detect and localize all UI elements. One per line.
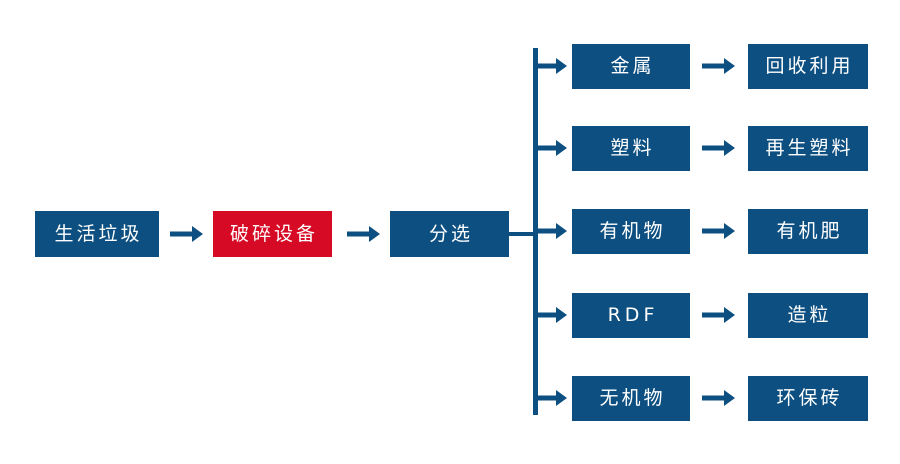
- node-branch-rdf[interactable]: RDF: [572, 293, 690, 338]
- node-label: 有机肥: [776, 220, 843, 242]
- arrow-bus-to-rdf: [536, 303, 568, 327]
- connector-sorting-to-bus: [509, 232, 536, 236]
- node-label: 无机物: [599, 387, 666, 409]
- arrow-inorganic-to-eco-brick: [702, 386, 736, 410]
- node-crushing-equipment[interactable]: 破碎设备: [213, 211, 332, 257]
- node-label: 造粒: [787, 304, 832, 326]
- arrow-bus-to-organic: [536, 219, 568, 243]
- node-branch-organic[interactable]: 有机物: [572, 209, 690, 254]
- node-label: 分选: [428, 222, 473, 245]
- node-product-recycling[interactable]: 回收利用: [748, 44, 868, 89]
- arrow-waste-to-crusher: [170, 222, 204, 246]
- node-label: 再生塑料: [765, 137, 854, 159]
- node-label: 塑料: [610, 137, 655, 159]
- node-branch-inorganic[interactable]: 无机物: [572, 376, 690, 421]
- arrow-crusher-to-sorting: [347, 222, 381, 246]
- node-product-recycled-plastic[interactable]: 再生塑料: [748, 126, 868, 171]
- node-branch-metal[interactable]: 金属: [572, 44, 690, 89]
- node-product-eco-brick[interactable]: 环保砖: [748, 376, 868, 421]
- node-label: 环保砖: [776, 387, 843, 409]
- node-product-pelletizing[interactable]: 造粒: [748, 293, 868, 338]
- node-label: 金属: [610, 55, 655, 77]
- node-label: 生活垃圾: [54, 222, 143, 245]
- node-product-organic-fertilizer[interactable]: 有机肥: [748, 209, 868, 254]
- node-label: 回收利用: [765, 55, 854, 77]
- node-household-waste[interactable]: 生活垃圾: [35, 211, 159, 257]
- branch-bus-line: [533, 48, 538, 415]
- node-sorting[interactable]: 分选: [390, 211, 509, 257]
- node-label: 有机物: [599, 220, 666, 242]
- arrow-bus-to-metal: [536, 54, 568, 78]
- node-label: 破碎设备: [229, 222, 318, 245]
- arrow-rdf-to-pelletizing: [702, 303, 736, 327]
- arrow-metal-to-recycling: [702, 54, 736, 78]
- node-label: RDF: [607, 304, 659, 326]
- arrow-bus-to-plastic: [536, 136, 568, 160]
- arrow-organic-to-fertilizer: [702, 219, 736, 243]
- arrow-bus-to-inorganic: [536, 386, 568, 410]
- arrow-plastic-to-recycled-plastic: [702, 136, 736, 160]
- node-branch-plastic[interactable]: 塑料: [572, 126, 690, 171]
